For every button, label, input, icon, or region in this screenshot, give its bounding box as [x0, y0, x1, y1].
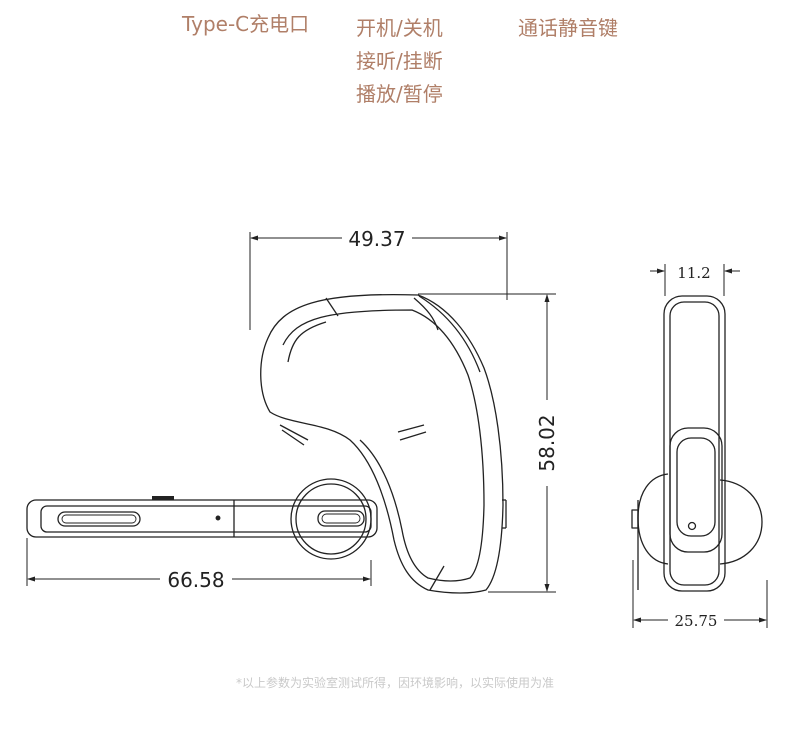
power-label-line-2: 接听/挂断: [356, 49, 443, 73]
earpiece-side-view: [631, 295, 763, 592]
power-label-line-3: 播放/暂停: [356, 82, 443, 106]
dim-side-width: [632, 560, 768, 628]
dim-side-thickness: [650, 264, 740, 296]
dim-height-value: 58.02: [535, 414, 559, 471]
power-label-line-1: 开机/关机: [356, 16, 443, 40]
dim-top-width: [249, 232, 508, 330]
footnote: *以上参数为实验室测试所得，因环境影响，以实际使用为准: [235, 676, 554, 690]
dim-height: [418, 293, 556, 593]
dim-length: [26, 538, 372, 586]
earpiece-front-view: [26, 293, 507, 594]
dim-side-thickness-value: 11.2: [677, 264, 710, 282]
typec-port-label: Type-C充电口: [182, 12, 310, 36]
mute-button-label: 通话静音键: [518, 16, 618, 40]
power-button-label: 开机/关机 接听/挂断 播放/暂停: [356, 12, 443, 111]
dim-length-value: 66.58: [167, 568, 224, 592]
dim-side-width-value: 25.75: [675, 612, 718, 630]
dim-top-width-value: 49.37: [348, 227, 405, 251]
